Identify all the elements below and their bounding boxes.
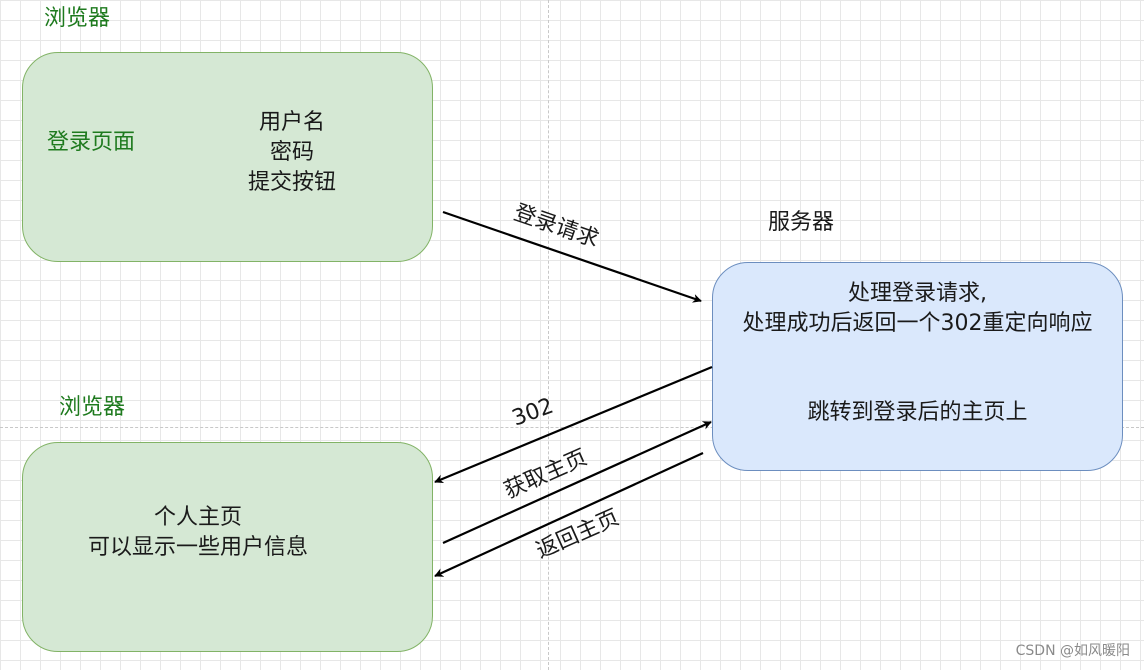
login-request-arrow — [442, 210, 702, 303]
home-page-box[interactable] — [22, 442, 433, 652]
home-page-line-2: 可以显示一些用户信息 — [87, 535, 308, 560]
redirect-302-arrow — [434, 365, 713, 484]
password-field-label: 密码 — [269, 140, 314, 165]
server-line-3: 跳转到登录后的主页上 — [807, 400, 1028, 425]
get-home-arrow — [442, 420, 712, 545]
server-title: 服务器 — [768, 210, 835, 235]
watermark: CSDN @如风暖阳 — [1015, 643, 1130, 659]
server-line-1: 处理登录请求, — [848, 281, 987, 306]
submit-button-label: 提交按钮 — [247, 170, 336, 195]
bottom-browser-title: 浏览器 — [59, 395, 126, 420]
login-page-label: 登录页面 — [47, 130, 136, 155]
return-home-arrow — [434, 452, 704, 577]
horizontal-guide-line — [0, 427, 1144, 428]
server-line-2: 处理成功后返回一个302重定向响应 — [742, 311, 1093, 336]
login-page-box[interactable] — [22, 52, 433, 262]
server-box[interactable] — [712, 262, 1123, 471]
username-field-label: 用户名 — [258, 110, 325, 135]
home-page-line-1: 个人主页 — [153, 505, 242, 530]
top-browser-title: 浏览器 — [44, 6, 111, 31]
vertical-guide-line — [548, 0, 549, 670]
